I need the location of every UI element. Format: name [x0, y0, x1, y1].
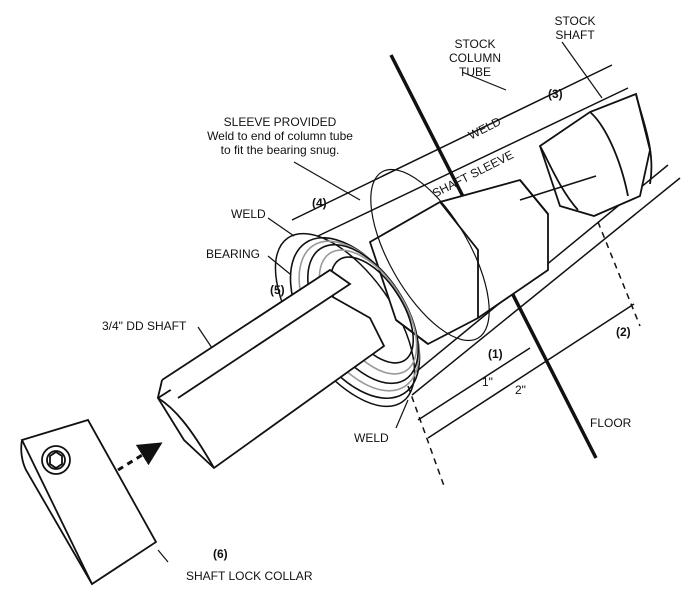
- sleeve-provided-note: SLEEVE PROVIDED Weld to end of column tu…: [180, 115, 380, 157]
- shaft-lock-collar-label: SHAFT LOCK COLLAR: [186, 569, 313, 583]
- sleeve-note-line1: Weld to end of column tube: [207, 129, 353, 143]
- stock-shaft-line1: STOCK: [554, 14, 596, 28]
- leader-lines: [157, 41, 603, 563]
- dimension-lines: [407, 175, 641, 487]
- stock-column-tube-label: STOCK COLUMN TUBE: [445, 37, 505, 79]
- dimension-2in: 2": [515, 383, 526, 397]
- stock-column-line1: STOCK: [454, 37, 496, 51]
- dimension-1in: 1": [482, 375, 493, 389]
- stock-column-line3: TUBE: [458, 65, 491, 79]
- weld-bottom-label: WELD: [354, 431, 389, 445]
- stock-shaft-line2: SHAFT: [555, 28, 595, 42]
- callout-1: (1): [488, 347, 503, 361]
- weld-upper-label: WELD: [231, 207, 266, 221]
- callout-3: (3): [548, 87, 563, 101]
- dd-shaft-label: 3/4" DD SHAFT: [102, 319, 187, 333]
- floor-label: FLOOR: [590, 416, 632, 430]
- assembly-arrow: [117, 442, 163, 472]
- bearing-label: BEARING: [206, 247, 261, 261]
- dd-shaft: [156, 268, 386, 470]
- callout-6: (6): [213, 547, 228, 561]
- callout-2: (2): [616, 325, 631, 339]
- sleeve-title: SLEEVE PROVIDED: [223, 115, 337, 129]
- callout-5: (5): [270, 283, 285, 297]
- stock-shaft-label: STOCK SHAFT: [550, 14, 600, 42]
- stock-column-line2: COLUMN: [448, 51, 501, 65]
- shaft-lock-collar: [20, 418, 158, 586]
- stock-shaft: [538, 92, 653, 217]
- sleeve-note-line2: to fit the bearing snug.: [220, 143, 340, 157]
- callout-4: (4): [312, 196, 327, 210]
- shaft-sleeve: [368, 168, 549, 346]
